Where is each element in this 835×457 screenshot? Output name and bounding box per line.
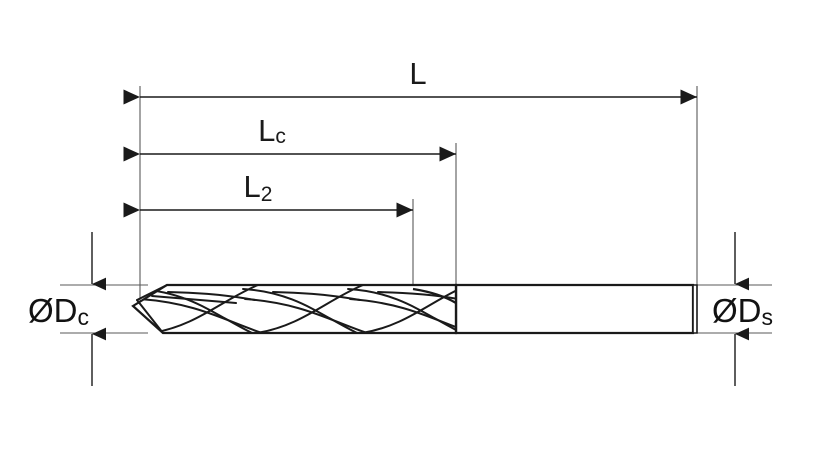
flute-helix-back-0 xyxy=(151,285,259,333)
shank-outline xyxy=(454,283,695,335)
label-shank-diameter-sub: s xyxy=(762,304,774,330)
label-body-length: L2 xyxy=(244,169,273,206)
shank-end-face xyxy=(692,284,698,334)
point-lip-line xyxy=(151,295,237,304)
drill-point-detail xyxy=(136,284,237,334)
shank-end-cap xyxy=(692,284,698,334)
label-shank-diameter-main: ØD xyxy=(712,292,762,329)
label-overall-length: L xyxy=(409,56,426,91)
chisel-edge-upper xyxy=(136,284,168,301)
flute-helix-back-1 xyxy=(256,285,364,333)
label-flute-length-main: L xyxy=(258,113,275,148)
flute-helix-lines xyxy=(137,285,456,333)
chisel-edge-lower xyxy=(136,299,164,334)
flute-helix-back-2 xyxy=(361,285,456,333)
label-cutting-diameter-sub: c xyxy=(78,304,90,330)
label-flute-length-sub: c xyxy=(275,125,286,148)
flute-helix-front-2 xyxy=(347,288,456,333)
dimension-lines-horizontal xyxy=(123,89,697,218)
flute-land-crest-1 xyxy=(272,291,361,301)
label-shank-diameter: ØDs xyxy=(712,292,773,330)
flute-land-crest-2 xyxy=(377,291,456,300)
label-cutting-diameter: ØDc xyxy=(28,292,89,330)
label-flute-length: Lc xyxy=(258,113,286,148)
dimension-labels: L Lc L2 ØDc ØDs xyxy=(28,56,773,330)
flute-runout xyxy=(412,285,458,333)
flute-helix-front-1 xyxy=(242,288,358,333)
flute-runout-curve xyxy=(412,287,457,304)
flute-land-crest-0 xyxy=(167,291,256,301)
label-body-length-sub: 2 xyxy=(261,183,273,206)
label-cutting-diameter-main: ØD xyxy=(28,292,78,329)
drill-bit xyxy=(131,283,698,335)
drill-shank xyxy=(454,283,695,335)
label-body-length-main: L xyxy=(244,169,261,204)
extension-lines xyxy=(60,86,772,334)
dimension-lines-vertical xyxy=(91,232,750,386)
